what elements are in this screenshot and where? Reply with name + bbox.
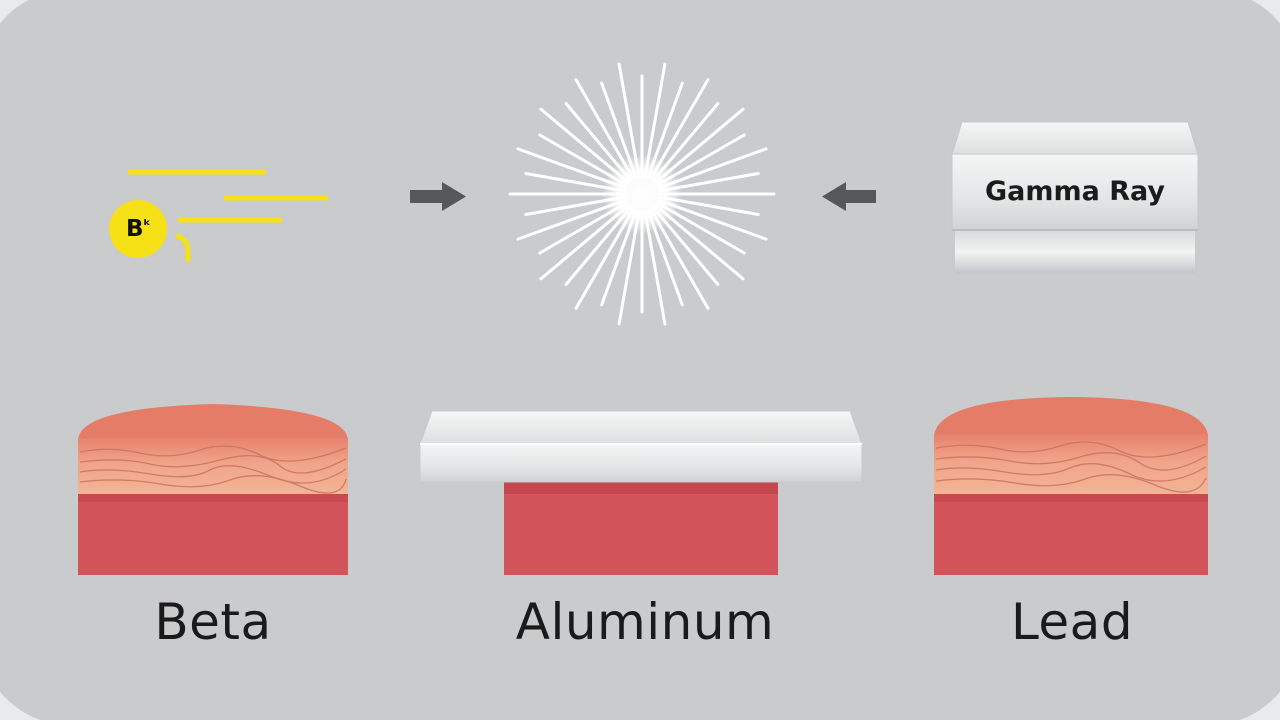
arrow-left-icon [822, 182, 876, 211]
lead-label: Lead [1010, 593, 1134, 651]
burst-ray [643, 62, 667, 178]
gamma-burst-icon [508, 62, 776, 326]
burst-ray [649, 208, 710, 310]
burst-ray [654, 107, 745, 184]
burst-ray [649, 78, 710, 180]
burst-ray [516, 147, 627, 190]
burst-ray [646, 81, 684, 179]
burst-ray [600, 209, 638, 307]
burst-ray [600, 81, 638, 179]
burst-ray [656, 133, 746, 187]
beta-skin-block [78, 404, 348, 575]
burst-ray [574, 78, 635, 180]
burst-ray [657, 198, 768, 241]
burst-ray [524, 195, 626, 216]
burst-ray [654, 204, 745, 281]
burst-ray [539, 204, 630, 281]
burst-ray [652, 102, 720, 182]
burst-ray [657, 147, 768, 190]
aluminum-block [419, 410, 863, 575]
beta-particle-symbol: Bᵏ [126, 216, 151, 242]
burst-ray [646, 209, 684, 307]
gamma-ray-label: Gamma Ray [984, 176, 1166, 207]
burst-ray [564, 206, 632, 286]
burst-ray [516, 198, 627, 241]
beta-label: Beta [154, 593, 272, 651]
beta-particle-tail [175, 233, 191, 262]
beta-motion-lines [128, 169, 328, 223]
lead-skin-block [934, 397, 1208, 575]
aluminum-label: Aluminum [515, 593, 775, 651]
beta-particle-icon [109, 200, 167, 258]
burst-ray [538, 201, 628, 255]
burst-ray [538, 133, 628, 187]
gamma-ray-block [951, 121, 1199, 274]
arrow-right-icon [410, 182, 466, 211]
burst-ray [617, 62, 641, 178]
burst-ray [658, 195, 760, 216]
burst-ray [574, 208, 635, 310]
burst-ray [652, 206, 720, 286]
burst-ray [658, 172, 760, 193]
burst-ray [617, 210, 641, 326]
burst-ray [539, 107, 630, 184]
burst-ray [656, 201, 746, 255]
burst-ray [564, 102, 632, 182]
burst-ray [643, 210, 667, 326]
burst-ray [524, 172, 626, 193]
burst-core [602, 154, 682, 234]
